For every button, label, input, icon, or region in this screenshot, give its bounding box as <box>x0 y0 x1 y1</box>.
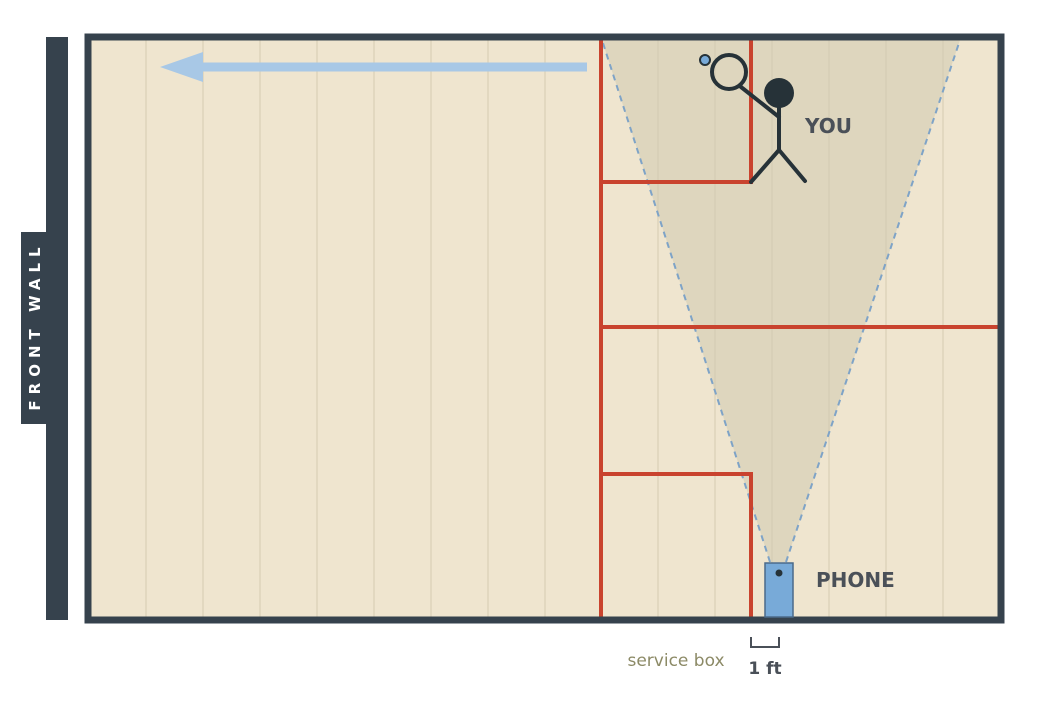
scale-bar <box>750 637 780 648</box>
service-box-label: service box <box>627 651 724 671</box>
phone-camera-dot <box>775 569 783 577</box>
front-wall-tab <box>21 232 47 424</box>
player-label: YOU <box>804 114 852 138</box>
scale-label: 1 ft <box>748 659 781 679</box>
racket-icon <box>710 53 748 91</box>
service-box-bottom <box>601 472 753 617</box>
camera-view-area <box>602 40 960 562</box>
ball-icon <box>699 54 711 66</box>
front-wall-label: FRONT WALL <box>26 241 44 410</box>
player-head <box>764 78 794 108</box>
front-wall <box>46 37 68 620</box>
phone-icon <box>764 562 794 618</box>
player-figure-icon <box>699 53 807 184</box>
arrow-left-icon <box>160 52 587 82</box>
phone-label: PHONE <box>816 568 895 592</box>
camera-view-edge-right <box>785 39 961 563</box>
court-walls <box>84 33 1005 624</box>
